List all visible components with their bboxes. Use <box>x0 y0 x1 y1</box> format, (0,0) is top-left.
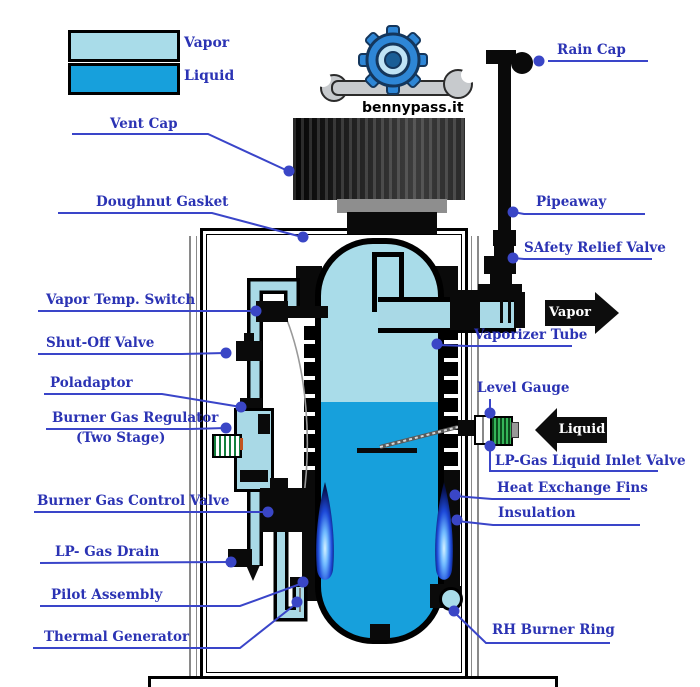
wrench-right-bite <box>461 67 477 83</box>
label-insulation: Insulation <box>498 505 576 521</box>
label-pipeaway: Pipeaway <box>536 194 607 210</box>
pipe-wall-block <box>450 290 480 330</box>
regulator-top-block <box>258 414 270 434</box>
vent-cap-neck <box>337 199 447 213</box>
left-shell-line <box>189 236 197 676</box>
regulator-spring-box <box>212 434 242 458</box>
vapor-temp-switch <box>256 301 288 322</box>
callout-line-heat-exchange-fins <box>454 495 630 500</box>
legend-vapor-swatch <box>68 30 180 62</box>
vapor-arrow-body: Vapor <box>545 300 595 326</box>
legend-liquid-label: Liquid <box>184 68 235 84</box>
bennypass-logo: bennypass.it <box>318 25 477 116</box>
pipe-end-cap <box>514 292 525 328</box>
label-burner-gas-regulator: Burner Gas Regulator <box>52 410 219 426</box>
label-heat-exchange-fins: Heat Exchange Fins <box>497 480 648 496</box>
liquid-arrow-body: Liquid <box>557 417 607 443</box>
lp-gas-drain <box>228 549 252 567</box>
label-pilot-assembly: Pilot Assembly <box>51 587 163 603</box>
rain-cap <box>486 50 516 64</box>
vent-cap <box>293 118 465 200</box>
shut-off-valve <box>236 341 262 361</box>
regulator-orifice <box>240 438 243 450</box>
relief-valve-stem <box>490 272 512 286</box>
liquid-arrow-head <box>535 408 557 452</box>
label-vapor-temp-switch: Vapor Temp. Switch <box>46 292 196 308</box>
relief-valve-base <box>478 284 522 300</box>
label-lp-gas-liquid-inlet-valve: LP-Gas Liquid Inlet Valve <box>495 453 686 469</box>
label-poladaptor: Poladaptor <box>50 375 133 391</box>
gear-icon <box>358 25 428 95</box>
pipeaway-coupling <box>493 230 516 246</box>
legend-liquid-swatch <box>68 63 180 95</box>
callout-dot-rain-cap <box>533 55 545 67</box>
label-burner-gas-control-valve: Burner Gas Control Valve <box>37 493 230 509</box>
vapor-flow-arrow: Vapor <box>545 292 625 334</box>
pipe-hatch-2 <box>508 297 511 323</box>
tank-drain-nub <box>370 624 390 640</box>
pipe-hatch-1 <box>500 297 503 323</box>
pilot-assembly-cap <box>290 577 312 587</box>
wrench-left-bite <box>318 71 331 87</box>
level-gauge <box>490 416 513 446</box>
pipeaway-pipe <box>498 58 511 234</box>
callout-line-burner-gas-regulator <box>46 427 227 430</box>
inlet-valve-tail <box>511 422 519 438</box>
logo-text: bennypass.it <box>362 100 464 116</box>
rain-cap-ball <box>511 52 533 74</box>
rh-burner-ring <box>439 587 463 611</box>
vapor-arrow-head <box>595 292 619 334</box>
callout-line-safety-relief-valve <box>512 257 652 260</box>
right-shell-line <box>471 236 479 676</box>
liquid-flow-arrow: Liquid <box>535 408 607 452</box>
callout-line-vent-cap <box>72 133 289 172</box>
inlet-wall-fitting <box>458 420 474 436</box>
vent-cap-collar <box>347 212 437 234</box>
label-lp-gas-drain: LP- Gas Drain <box>55 544 160 560</box>
label-shut-off-valve: Shut-Off Valve <box>46 335 155 351</box>
callout-line-pipeaway <box>512 211 645 215</box>
label-doughnut-gasket: Doughnut Gasket <box>96 194 229 210</box>
shut-off-valve-stem <box>244 333 254 342</box>
label-vaporizer-tube: Vaporizer Tube <box>474 327 588 343</box>
label-level-gauge: Level Gauge <box>477 380 570 396</box>
regulator-base <box>240 470 268 482</box>
dip-tube-support <box>357 448 417 453</box>
label-burner-gas-regulator-sub: (Two Stage) <box>76 430 166 446</box>
control-valve-stub <box>270 478 288 490</box>
label-rain-cap: Rain Cap <box>557 42 626 58</box>
label-thermal-generator: Thermal Generator <box>44 629 190 645</box>
burner-gas-control-valve <box>260 488 310 532</box>
callout-line-insulation <box>456 520 640 526</box>
vapor-outlet-pipe <box>378 297 516 333</box>
label-vent-cap: Vent Cap <box>110 116 178 132</box>
label-safety-relief-valve: SAfety Relief Valve <box>524 240 666 256</box>
legend-vapor-label: Vapor <box>184 35 230 51</box>
label-rh-burner-ring: RH Burner Ring <box>492 622 615 638</box>
